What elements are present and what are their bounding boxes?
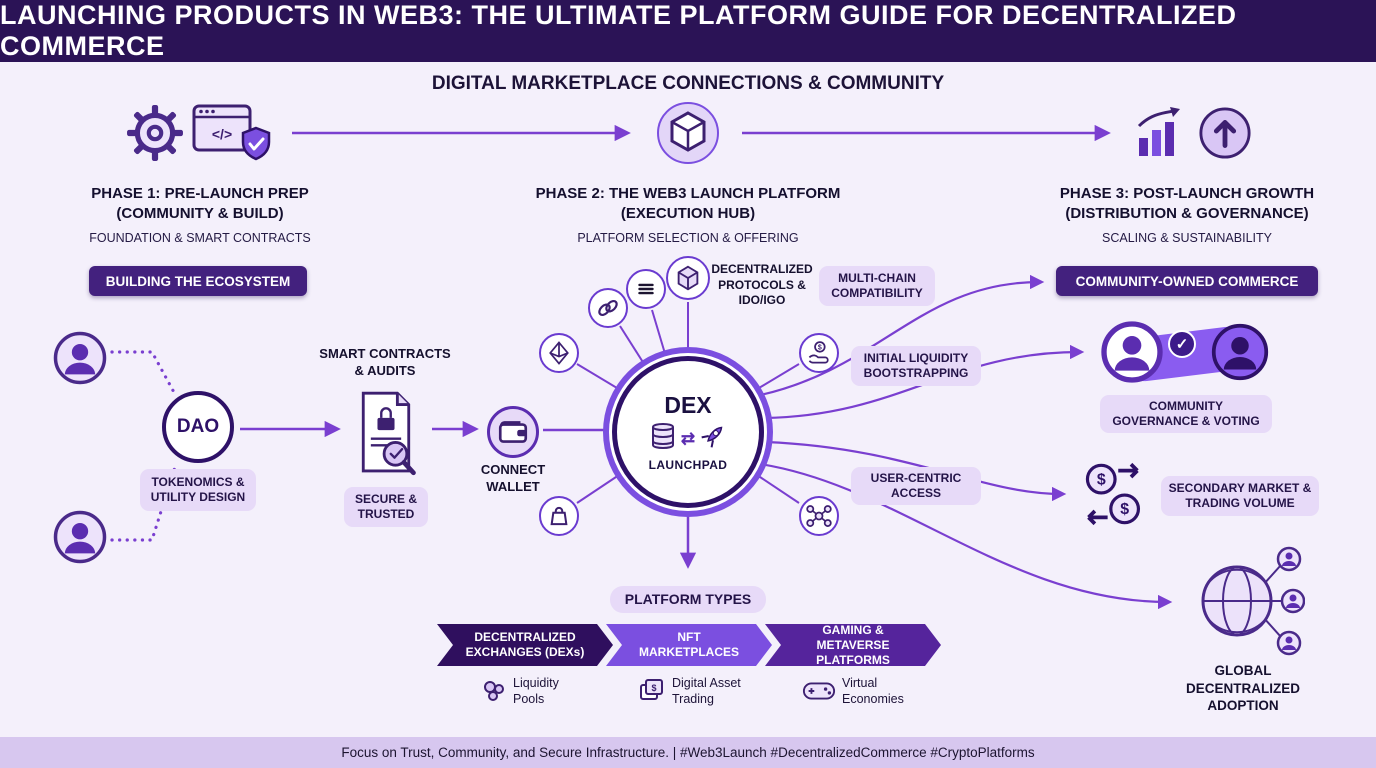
checkmark-icon: ✓ [1168,330,1196,358]
svg-text:$: $ [651,683,656,693]
arrow-up-circle-icon [1198,106,1252,160]
header-bar: LAUNCHING PRODUCTS IN WEB3: THE ULTIMATE… [0,0,1376,62]
list-icon [626,269,666,309]
building-ecosystem-badge: BUILDING THE ECOSYSTEM [89,266,307,296]
footer-text: Focus on Trust, Community, and Secure In… [341,745,1035,760]
community-avatars-group: ✓ [1100,318,1272,390]
phase-1-title: PHASE 1: PRE-LAUNCH PREP (COMMUNITY & BU… [91,185,309,222]
secure-trusted-badge: SECURE & TRUSTED [344,487,428,527]
exchange-arrows-icon: ⇄ [680,428,696,448]
rocket-icon [699,422,727,455]
caption-virtual-economies: Virtual Economies [842,676,904,706]
dex-label: DEX [664,392,712,418]
growth-chart-icon [1133,104,1189,160]
dao-circle: DAO [162,391,234,463]
phase-1-block: PHASE 1: PRE-LAUNCH PREP (COMMUNITY & BU… [58,184,342,245]
global-adoption-label: GLOBAL DECENTRALIZED ADOPTION [1186,663,1300,714]
cube-protocol-icon [666,256,710,300]
smart-contracts-label: SMART CONTRACTS & AUDITS [319,346,451,378]
asset-trading-icon: $ [638,676,666,704]
launchpad-label: LAUNCHPAD [648,458,728,472]
browser-shield-icon: </> [192,102,272,166]
chain-link-icon [588,288,628,328]
multichain-badge: MULTI-CHAIN COMPATIBILITY [819,266,935,306]
liquidity-bootstrapping-badge: INITIAL LIQUIDITY BOOTSTRAPPING [851,346,981,386]
svg-text:$: $ [1097,471,1106,488]
phase-3-title: PHASE 3: POST-LAUNCH GROWTH (DISTRIBUTIO… [1059,185,1315,222]
wallet-icon [487,406,539,458]
secondary-market-badge: SECONDARY MARKET & TRADING VOLUME [1161,476,1319,516]
currency-exchange-icon: $ $ [1080,460,1148,528]
footer-bar: Focus on Trust, Community, and Secure In… [0,737,1376,768]
page-title: LAUNCHING PRODUCTS IN WEB3: THE ULTIMATE… [0,0,1237,61]
caption-asset-trading: Digital Asset Trading [672,676,741,706]
banner-dex: DECENTRALIZED EXCHANGES (DEXs) [437,624,613,666]
svg-text:</>: </> [212,126,232,142]
user-access-badge: USER-CENTRIC ACCESS [851,467,981,505]
community-commerce-badge: COMMUNITY-OWNED COMMERCE [1056,266,1318,296]
connect-wallet-label: CONNECT WALLET [480,462,546,494]
tokenomics-badge: TOKENOMICS & UTILITY DESIGN [140,469,256,511]
avatar-community-member-1 [52,330,108,386]
platform-types-badge: PLATFORM TYPES [610,586,766,613]
phase-3-block: PHASE 3: POST-LAUNCH GROWTH (DISTRIBUTIO… [1034,184,1340,245]
phase-3-subtitle: SCALING & SUSTAINABILITY [1102,231,1272,245]
cube-hub-icon [656,101,720,165]
phase-1-subtitle: FOUNDATION & SMART CONTRACTS [89,231,311,245]
phase-2-title: PHASE 2: THE WEB3 LAUNCH PLATFORM (EXECU… [535,185,841,222]
main-subtitle: DIGITAL MARKETPLACE CONNECTIONS & COMMUN… [431,73,945,94]
hand-coin-icon: $ [799,333,839,373]
game-controller-icon [802,679,836,703]
phase-2-block: PHASE 2: THE WEB3 LAUNCH PLATFORM (EXECU… [520,184,856,245]
ethereum-icon [539,333,579,373]
database-icon [649,421,677,456]
caption-liquidity-pools: Liquidity Pools [513,676,559,706]
liquidity-pools-icon [480,676,508,704]
banner-nft: NFT MARKETPLACES [606,624,772,666]
audit-document-icon [350,388,422,478]
shopping-bag-icon [539,496,579,536]
protocols-label: DECENTRALIZED PROTOCOLS & IDO/IGO [711,262,813,308]
governance-voting-badge: COMMUNITY GOVERNANCE & VOTING [1100,395,1272,433]
avatar-community-member-2 [52,509,108,565]
gear-icon [126,104,184,162]
dao-label: DAO [176,416,220,437]
avatar-voter-1 [1100,320,1164,384]
svg-text:$: $ [818,345,822,352]
dex-launchpad-hub: DEX ⇄ LAUNCHPAD [612,356,764,508]
svg-text:$: $ [1120,501,1129,518]
banner-gaming: GAMING & METAVERSE PLATFORMS [765,624,941,666]
phase-2-subtitle: PLATFORM SELECTION & OFFERING [577,231,799,245]
avatar-voter-2 [1210,322,1270,382]
globe-adoption-icon [1185,545,1306,657]
network-nodes-icon [799,496,839,536]
